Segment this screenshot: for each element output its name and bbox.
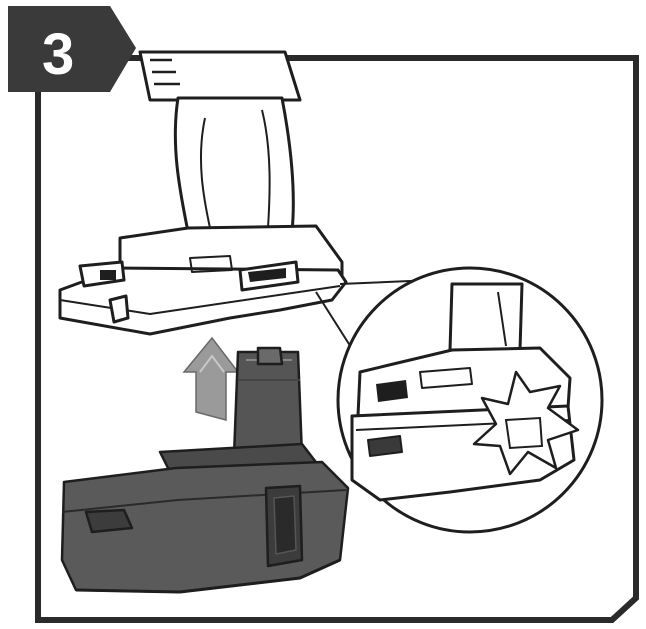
step-frame [35, 55, 639, 623]
click-burst-icon [472, 370, 580, 476]
arrow-up-icon [182, 336, 240, 421]
step-badge: 3 [8, 6, 136, 92]
step-number: 3 [42, 22, 74, 87]
battery-pack-illustration [60, 346, 350, 594]
drill-illustration [58, 50, 348, 336]
